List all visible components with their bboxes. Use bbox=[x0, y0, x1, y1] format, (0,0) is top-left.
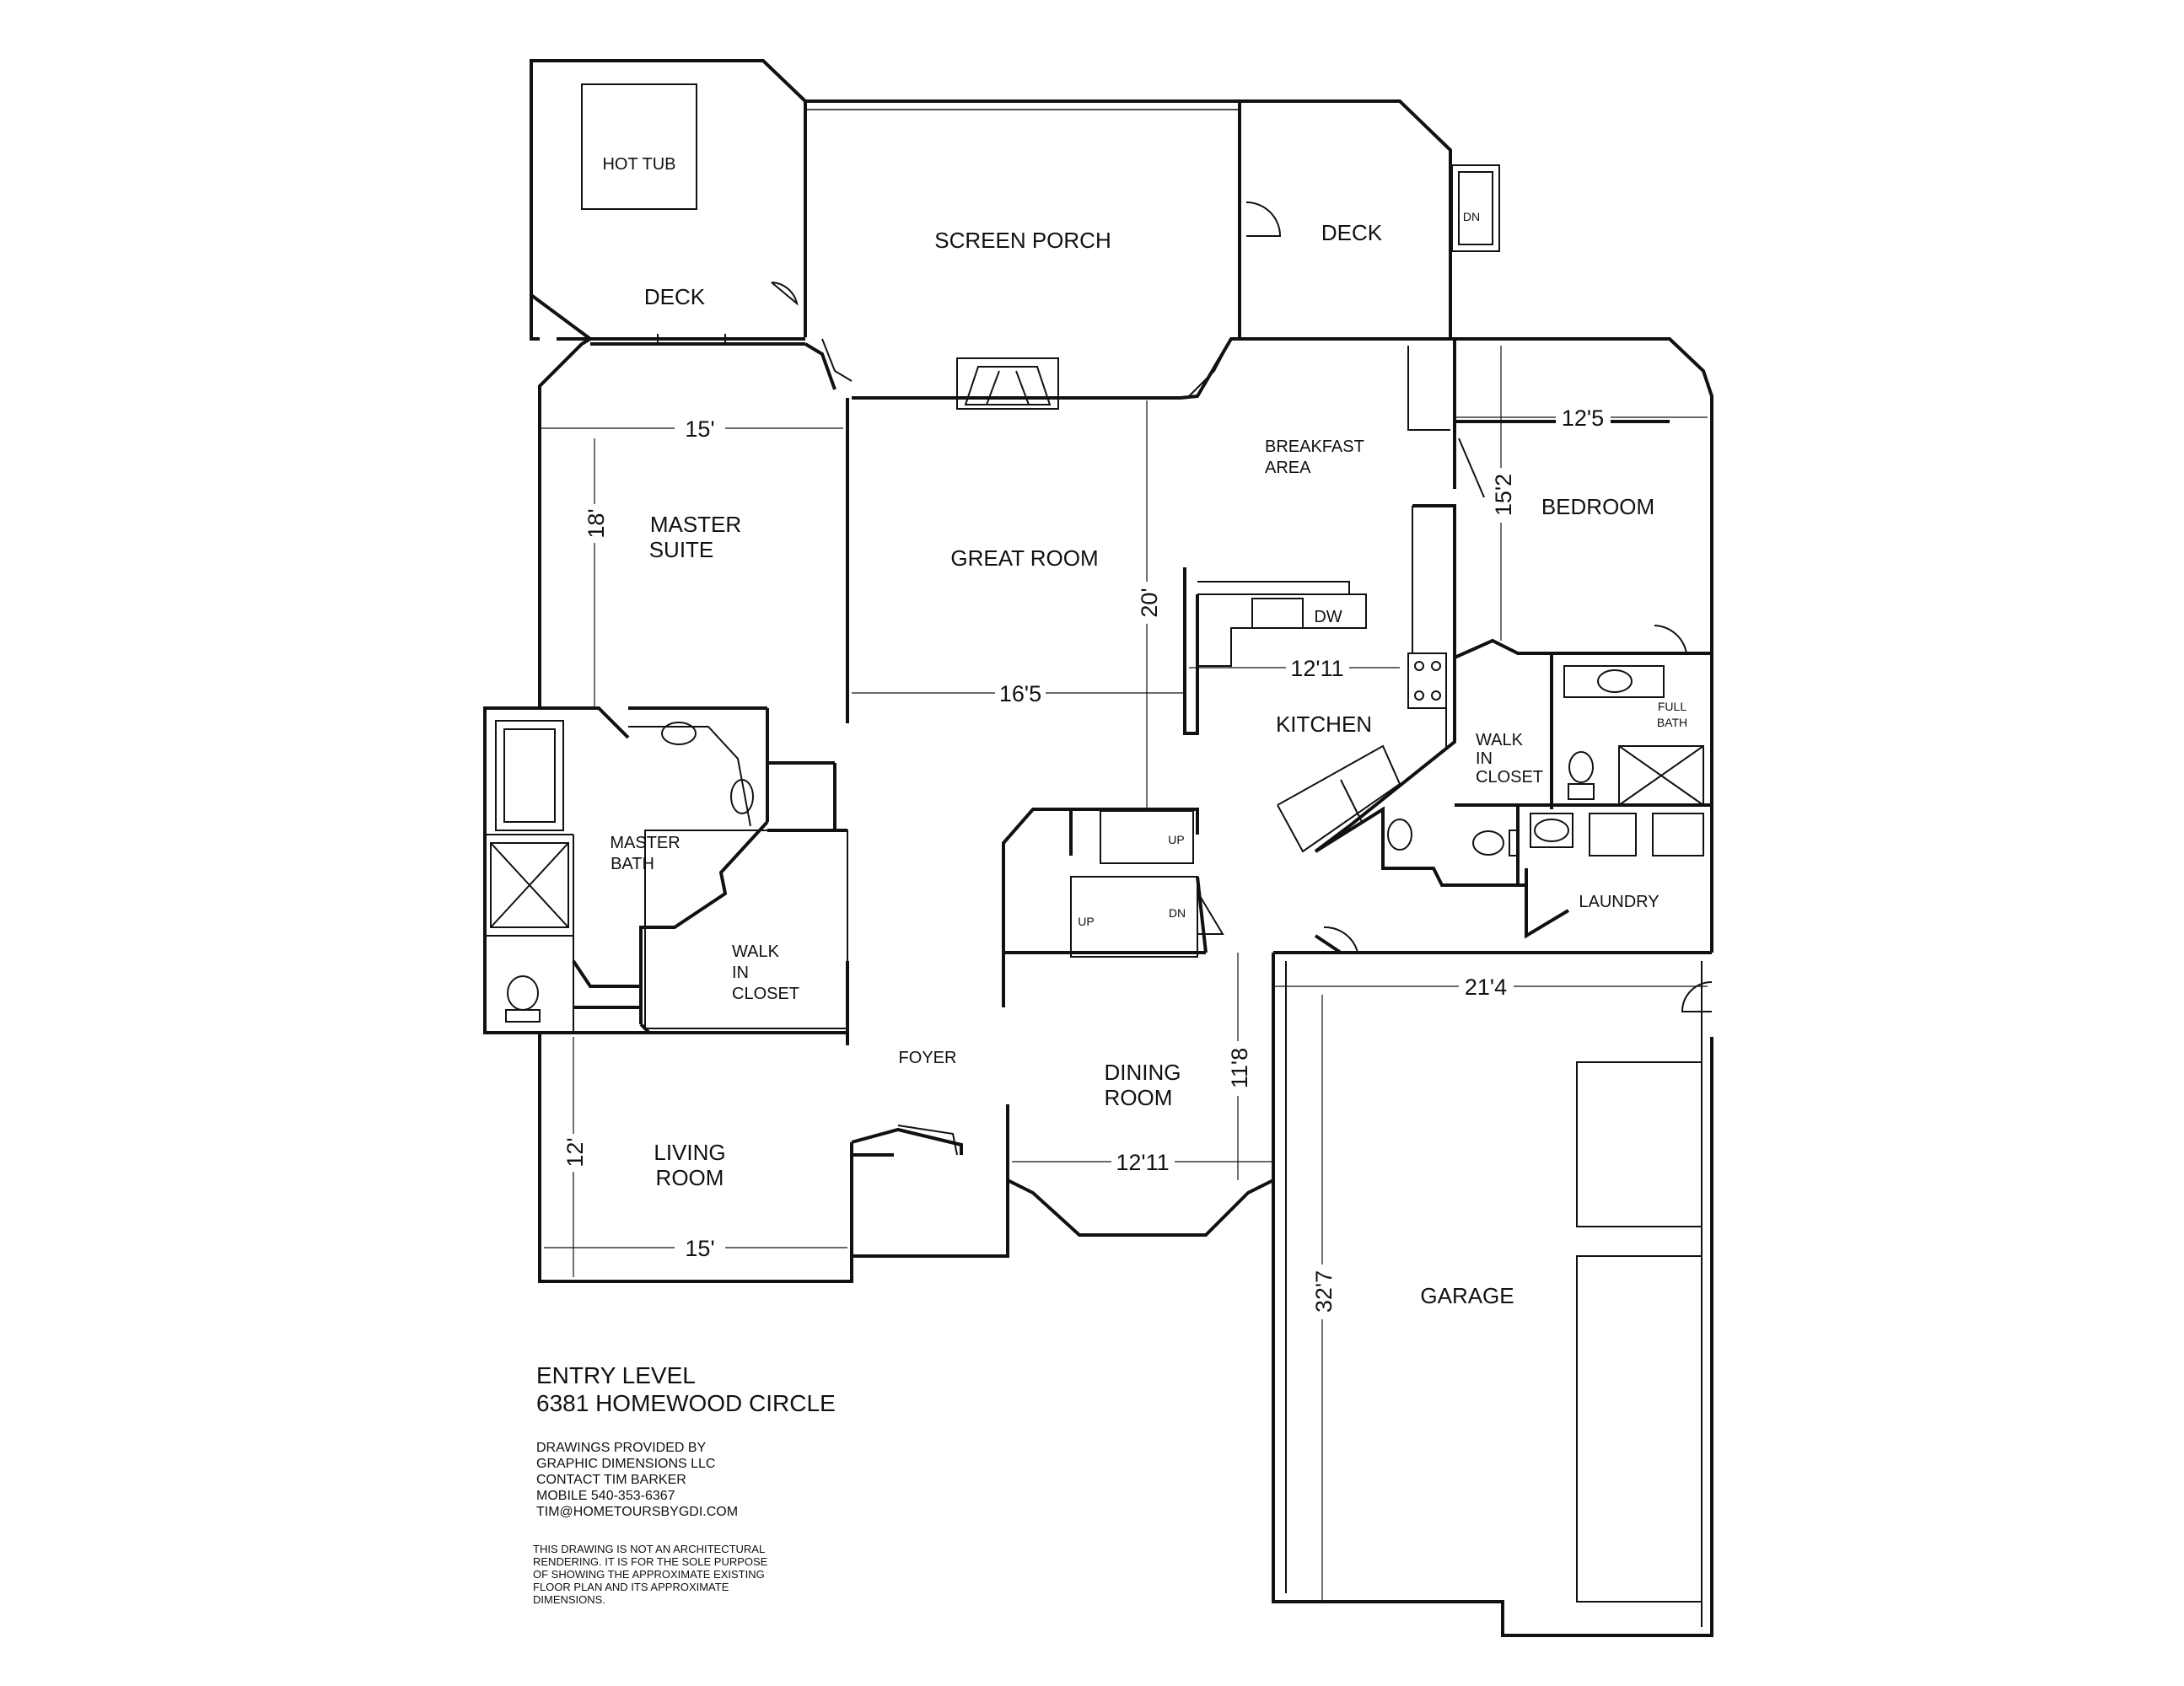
garage-width-dim: 21'4 bbox=[1465, 975, 1507, 1000]
plan-level-title: ENTRY LEVEL bbox=[536, 1362, 696, 1388]
kitchen-sink bbox=[1251, 598, 1304, 629]
bathtub bbox=[495, 720, 564, 831]
great-depth-dim: 20' bbox=[1137, 588, 1162, 617]
foyer-label: FOYER bbox=[899, 1049, 957, 1067]
disclaimer-line: OF SHOWING THE APPROXIMATE EXISTING bbox=[533, 1568, 765, 1581]
deck-left-label: DECK bbox=[644, 284, 706, 309]
walk-in-closet-right-label-2: IN bbox=[1476, 749, 1493, 768]
shower-right bbox=[1618, 745, 1704, 806]
garage-depth-dim: 32'7 bbox=[1311, 1270, 1337, 1313]
deck-right-label: DECK bbox=[1321, 220, 1383, 245]
breakfast-label-2: AREA bbox=[1265, 459, 1311, 477]
disclaimer-line: THIS DRAWING IS NOT AN ARCHITECTURAL bbox=[533, 1543, 766, 1555]
kitchen-width-dim: 12'11 bbox=[1290, 656, 1343, 681]
bedroom-label: BEDROOM bbox=[1541, 494, 1654, 519]
disclaimer-line: RENDERING. IT IS FOR THE SOLE PURPOSE bbox=[533, 1555, 768, 1568]
stair-dn-label: DN bbox=[1169, 906, 1186, 920]
walk-in-closet-right-label-3: CLOSET bbox=[1476, 768, 1543, 787]
dining-width-dim: 12'11 bbox=[1116, 1150, 1169, 1175]
credits-block: DRAWINGS PROVIDED BY GRAPHIC DIMENSIONS … bbox=[536, 1440, 738, 1520]
range bbox=[1407, 652, 1447, 709]
credit-line: GRAPHIC DIMENSIONS LLC bbox=[536, 1457, 716, 1471]
bedroom-depth-dim: 15'2 bbox=[1491, 474, 1516, 516]
sink bbox=[661, 722, 697, 745]
walk-in-closet-left bbox=[644, 830, 848, 1029]
great-room-label: GREAT ROOM bbox=[950, 545, 1098, 571]
deck-stairs-label: DN bbox=[1463, 210, 1480, 223]
disclaimer-line: FLOOR PLAN AND ITS APPROXIMATE bbox=[533, 1581, 729, 1593]
master-suite-label-1: MASTER bbox=[650, 512, 741, 537]
living-room-label-1: LIVING bbox=[654, 1140, 725, 1165]
title-block: ENTRY LEVEL 6381 HOMEWOOD CIRCLE bbox=[536, 1361, 836, 1417]
living-room-label-2: ROOM bbox=[656, 1165, 724, 1190]
room-labels: HOT TUB DECK SCREEN PORCH DECK DN MASTER… bbox=[602, 155, 1687, 1308]
rear-decks-and-porch bbox=[530, 59, 1500, 397]
walk-in-closet-left-label-2: IN bbox=[732, 964, 749, 982]
garage-label: GARAGE bbox=[1420, 1283, 1514, 1308]
full-bath-label-2: BATH bbox=[1657, 716, 1687, 729]
bedroom-width-dim: 12'5 bbox=[1562, 405, 1604, 431]
stair-up-label-2: UP bbox=[1078, 915, 1094, 928]
living-depth-dim: 12' bbox=[562, 1137, 588, 1167]
dining-depth-dim: 11'8 bbox=[1227, 1048, 1252, 1088]
dining-room-label-1: DINING bbox=[1105, 1060, 1181, 1085]
dining-room-label-2: ROOM bbox=[1105, 1085, 1173, 1110]
dryer bbox=[1652, 813, 1704, 856]
master-bath-label-2: BATH bbox=[611, 855, 654, 873]
hot-tub bbox=[581, 83, 697, 210]
laundry-label: LAUNDRY bbox=[1579, 893, 1659, 911]
shower bbox=[490, 842, 569, 928]
disclaimer-line: DIMENSIONS. bbox=[533, 1593, 605, 1606]
breakfast-label-1: BREAKFAST bbox=[1265, 438, 1364, 456]
stairs-down bbox=[1070, 876, 1198, 958]
dimension-labels: 15' 18' 16'5 20' 12'11 12'5 15'2 21'4 32… bbox=[561, 400, 1611, 1319]
credit-line: CONTACT TIM BARKER bbox=[536, 1473, 686, 1487]
dishwasher-label: DW bbox=[1314, 608, 1342, 626]
credit-line: MOBILE 540-353-6367 bbox=[536, 1489, 675, 1503]
walk-in-closet-left-label-1: WALK bbox=[732, 942, 780, 961]
living-width-dim: 15' bbox=[685, 1236, 714, 1261]
hot-tub-label: HOT TUB bbox=[602, 155, 675, 174]
toilet bbox=[507, 975, 539, 1011]
fireplace bbox=[956, 357, 1059, 410]
master-suite-label-2: SUITE bbox=[649, 537, 714, 562]
address-title: 6381 HOMEWOOD CIRCLE bbox=[536, 1390, 836, 1416]
full-bath-label-1: FULL bbox=[1658, 700, 1686, 713]
master-depth-dim: 18' bbox=[584, 508, 609, 538]
stairs-up bbox=[1100, 810, 1194, 864]
walk-in-closet-right-label-1: WALK bbox=[1476, 731, 1524, 749]
washer bbox=[1589, 813, 1637, 856]
screen-porch-label: SCREEN PORCH bbox=[934, 228, 1111, 253]
stair-up-label-1: UP bbox=[1168, 833, 1184, 846]
master-bath-label-1: MASTER bbox=[610, 834, 680, 852]
credit-line: DRAWINGS PROVIDED BY bbox=[536, 1441, 707, 1455]
master-width-dim: 15' bbox=[685, 416, 714, 442]
credit-email: TIM@HOMETOURSBYGDI.COM bbox=[536, 1505, 739, 1519]
kitchen-label: KITCHEN bbox=[1276, 711, 1372, 737]
great-width-dim: 16'5 bbox=[999, 681, 1041, 706]
disclaimer-block: THIS DRAWING IS NOT AN ARCHITECTURAL REN… bbox=[533, 1543, 767, 1606]
house-walls bbox=[483, 337, 1713, 1637]
walk-in-closet-left-label-3: CLOSET bbox=[732, 985, 799, 1003]
